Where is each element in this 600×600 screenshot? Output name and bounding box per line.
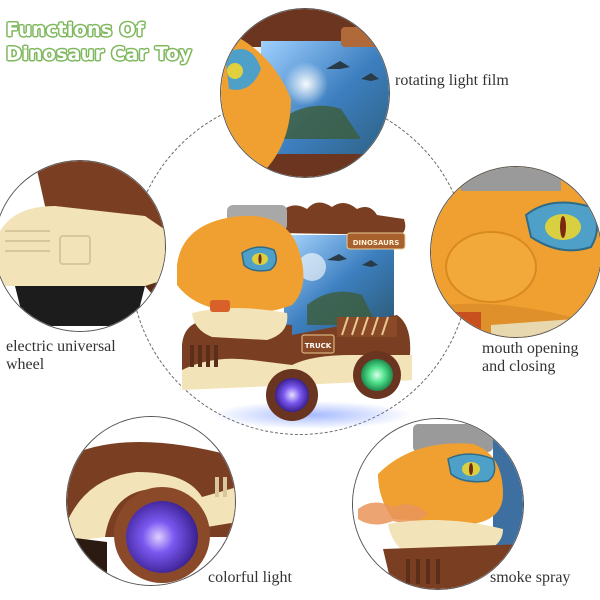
- label-electric-universal-wheel: electric universal wheel: [6, 338, 116, 374]
- wheel-closeup-image: [0, 161, 165, 331]
- plate-truck: TRUCK: [305, 342, 332, 350]
- dinosaur-truck-image: DINOSAURS TRUCK: [177, 202, 412, 429]
- label-line-1: electric universal: [6, 338, 116, 355]
- label-rotating-light-film: rotating light film: [395, 72, 509, 89]
- label-line-2: and closing: [482, 358, 556, 375]
- light-wheel-closeup-image: [67, 417, 235, 585]
- light-film-closeup-image: [221, 9, 389, 177]
- page-title: Functions Of Dinosaur Car Toy: [6, 18, 221, 66]
- dinosaur-car-toy-product: DINOSAURS TRUCK: [172, 195, 420, 430]
- feature-circle-smoke-spray: [352, 418, 524, 590]
- feature-circle-mouth-opening: [430, 166, 600, 338]
- feature-circle-colorful-light: [66, 416, 236, 586]
- feature-circle-rotating-light-film: [220, 8, 390, 178]
- dino-head-closeup-image: [431, 167, 600, 337]
- label-mouth-opening-and-closing: mouth opening and closing: [482, 340, 578, 376]
- label-line-2: wheel: [6, 356, 45, 373]
- title-line-2: Dinosaur Car Toy: [6, 43, 192, 65]
- label-colorful-light: colorful light: [208, 569, 292, 586]
- feature-circle-electric-universal-wheel: [0, 160, 166, 332]
- label-smoke-spray: smoke spray: [490, 569, 571, 586]
- sign-dinosaurs: DINOSAURS: [353, 239, 400, 247]
- title-line-1: Functions Of: [6, 19, 145, 41]
- label-line-1: mouth opening: [482, 340, 579, 357]
- smoke-spray-closeup-image: [353, 419, 523, 589]
